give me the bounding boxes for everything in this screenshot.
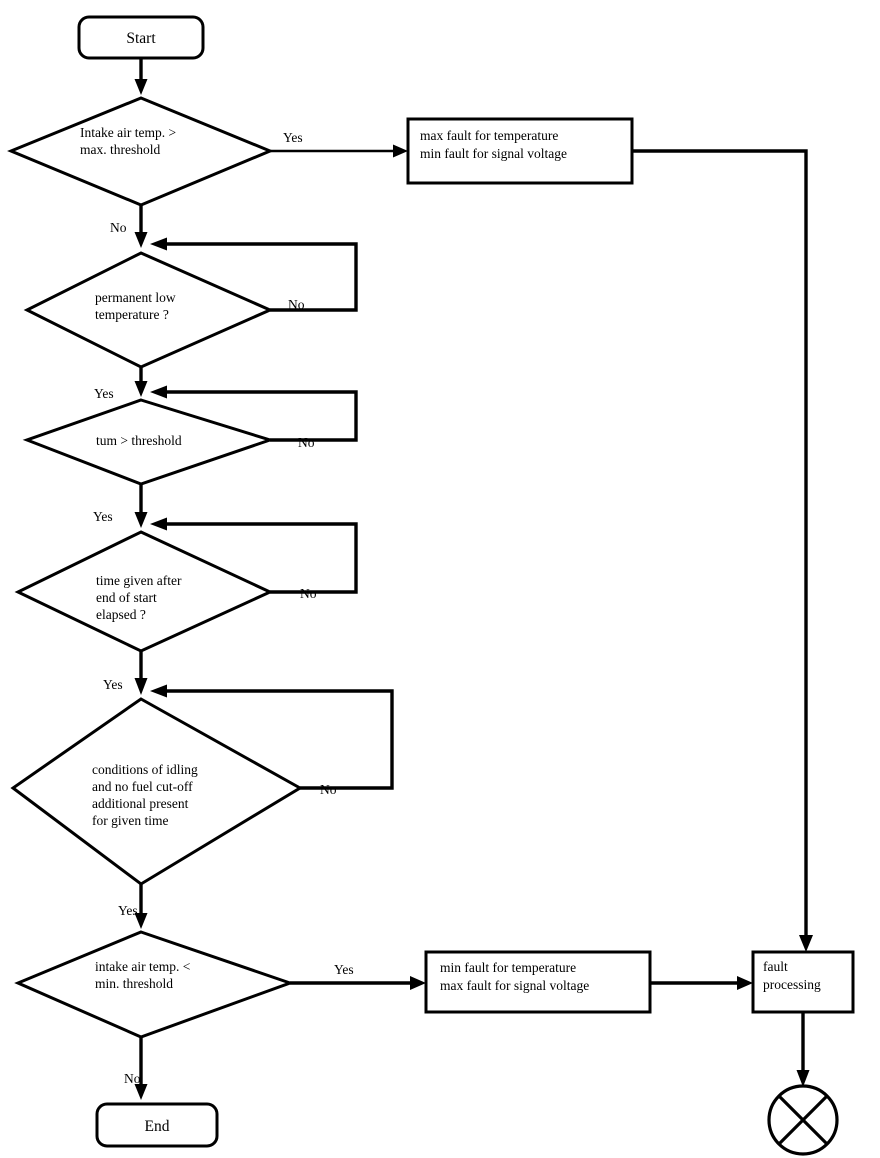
edge-d3-yes-to-d4 — [134, 484, 148, 528]
node-process-max-fault-label: max fault for temperature min fault for … — [420, 128, 567, 161]
node-decision-intake-max-label: Intake air temp. > max. threshold — [80, 125, 179, 157]
edge-d1-yes-to-pmax — [270, 144, 408, 158]
edge-d6-no-to-end — [134, 1037, 148, 1100]
edge-start-to-d1 — [134, 58, 148, 95]
node-decision-idling-conditions-label: conditions of idling and no fuel cut-off… — [92, 762, 201, 828]
node-decision-idling-conditions[interactable]: conditions of idling and no fuel cut-off… — [10, 697, 303, 886]
edge-label-d2-no: No — [288, 297, 305, 312]
edge-d2-yes-to-d3 — [134, 367, 148, 397]
node-end[interactable]: End — [95, 1102, 219, 1148]
node-end-label: End — [145, 1118, 170, 1135]
node-decision-permanent-low-temp-label: permanent low temperature ? — [95, 290, 179, 322]
edge-d5-no-loopback — [150, 684, 394, 790]
edge-fault-processing-to-exit — [796, 1011, 810, 1087]
edge-d3-no-loopback — [150, 385, 358, 442]
edge-label-d3-no: No — [298, 435, 315, 450]
edge-d1-no-to-d2 — [134, 205, 148, 248]
node-exit-connector[interactable] — [767, 1084, 839, 1156]
edge-d5-yes-to-d6 — [134, 884, 148, 929]
node-process-min-fault[interactable]: min fault for temperature max fault for … — [424, 950, 652, 1014]
node-decision-time-elapsed[interactable]: time given after end of start elapsed ? — [14, 530, 274, 653]
edge-label-d6-no: No — [124, 1071, 141, 1086]
edge-d4-yes-to-d5 — [134, 651, 148, 695]
edge-pmax-to-fault-processing — [632, 149, 813, 952]
edge-pmin-to-fault-processing — [650, 976, 753, 990]
node-process-max-fault[interactable]: max fault for temperature min fault for … — [406, 117, 634, 185]
node-start[interactable]: Start — [77, 15, 205, 60]
edge-label-d5-yes: Yes — [118, 903, 138, 918]
node-decision-permanent-low-temp[interactable]: permanent low temperature ? — [23, 251, 274, 369]
edge-label-d3-yes: Yes — [93, 509, 113, 524]
edge-label-d5-no: No — [320, 782, 337, 797]
edge-d2-no-loopback — [150, 237, 358, 312]
edge-label-d1-no: No — [110, 220, 127, 235]
node-process-fault-processing[interactable]: fault processing — [751, 950, 855, 1014]
edge-d6-yes-to-pmin — [290, 976, 426, 990]
node-decision-time-elapsed-label: time given after end of start elapsed ? — [96, 573, 185, 622]
edge-label-d4-yes: Yes — [103, 677, 123, 692]
edge-d4-no-loopback — [150, 517, 358, 594]
node-decision-intake-min[interactable]: intake air temp. < min. threshold — [14, 930, 295, 1039]
edge-label-d4-no: No — [300, 586, 317, 601]
node-decision-tum-threshold-label: tum > threshold — [96, 433, 182, 448]
node-decision-intake-max[interactable]: Intake air temp. > max. threshold — [7, 96, 274, 207]
node-start-label: Start — [126, 30, 156, 47]
edge-label-d1-yes: Yes — [283, 130, 303, 145]
node-process-fault-processing-label: fault processing — [763, 959, 821, 992]
edge-label-d6-yes: Yes — [334, 962, 354, 977]
node-process-min-fault-label: min fault for temperature max fault for … — [440, 960, 589, 993]
node-decision-tum-threshold[interactable]: tum > threshold — [22, 398, 275, 486]
edge-label-d2-yes: Yes — [94, 386, 114, 401]
node-decision-intake-min-label: intake air temp. < min. threshold — [95, 959, 194, 991]
